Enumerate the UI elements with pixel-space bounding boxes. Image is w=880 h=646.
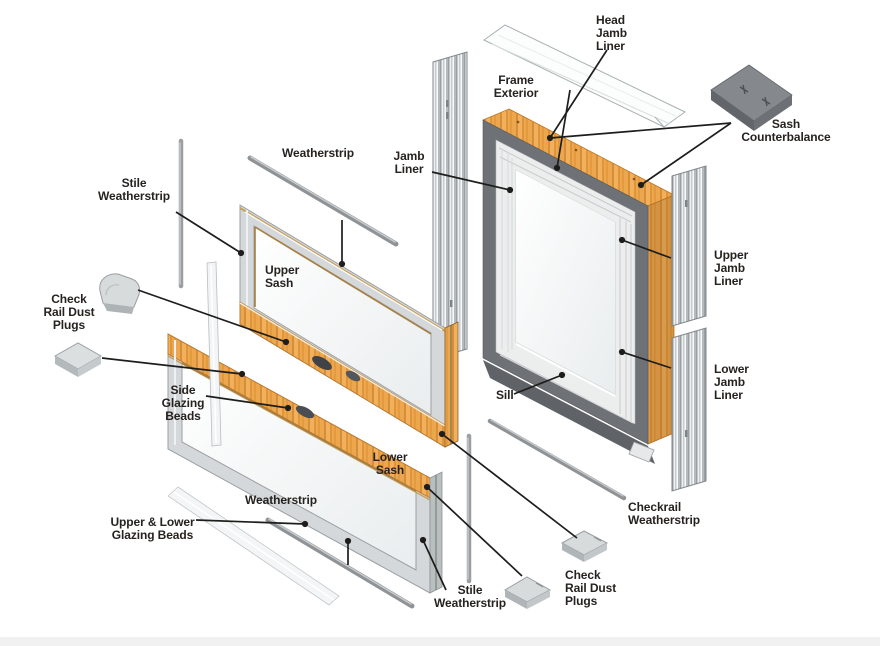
- side-glazing-bead-strip: [206, 261, 222, 447]
- window-frame: [482, 108, 675, 464]
- lower-sash-glass: [182, 362, 416, 570]
- frame-opening: [516, 170, 615, 394]
- sill-nose: [628, 441, 655, 463]
- label-frame-exterior: Frame Exterior: [493, 73, 539, 100]
- sash-lock-icon: [295, 405, 315, 419]
- check-rail-dust-plug-curved: [99, 273, 141, 314]
- jamb-liner-part: [432, 51, 468, 360]
- screw-slot-icon: [761, 96, 771, 107]
- stile-weatherstrip-rod-bottom: [466, 433, 472, 584]
- label-lower-sash: Lower Sash: [372, 450, 408, 477]
- lower-sash-part: [167, 333, 443, 594]
- head-jamb-liner-part: [483, 24, 686, 128]
- weatherstrip-rod-top: [247, 155, 399, 247]
- label-upper-lower-glazing-beads: Upper & Lower Glazing Beads: [110, 515, 195, 542]
- sill-surface-highlight: [515, 343, 616, 397]
- screw-slot-icon: [739, 84, 749, 95]
- label-side-glazing-beads: Side Glazing Beads: [161, 383, 205, 423]
- upper-sash-glass: [254, 226, 431, 415]
- check-rail-dust-plug-bottom-a: [560, 530, 609, 562]
- label-sill: Sill: [496, 388, 514, 402]
- checkrail-weatherstrip-rod: [487, 418, 627, 501]
- sash-lock-keeper-icon: [345, 370, 361, 382]
- label-lower-jamb-liner: Lower Jamb Liner: [714, 362, 749, 402]
- sill-shadow: [483, 360, 655, 464]
- page-bottom-strip: [0, 637, 880, 646]
- label-check-rail-dust-plugs-left: Check Rail Dust Plugs: [43, 292, 95, 332]
- check-rail-dust-plug-square: [53, 342, 103, 377]
- sash-lock-icon: [312, 356, 332, 370]
- label-checkrail-weatherstrip: Checkrail Weatherstrip: [628, 500, 700, 527]
- label-stile-weatherstrip-bottom: Stile Weatherstrip: [434, 583, 506, 610]
- leader-lines: [101, 49, 732, 591]
- label-stile-weatherstrip-left: Stile Weatherstrip: [98, 176, 170, 203]
- label-weatherstrip-top: Weatherstrip: [282, 146, 354, 160]
- label-check-rail-dust-plugs-bottom: Check Rail Dust Plugs: [565, 568, 617, 608]
- label-upper-jamb-liner: Upper Jamb Liner: [714, 248, 749, 288]
- upper-sash-part: [239, 204, 459, 448]
- upper-jamb-liner-part: [671, 165, 707, 327]
- bottom-glazing-bead-strip: [167, 486, 340, 606]
- label-sash-counterbalance: Sash Counterbalance: [741, 117, 831, 144]
- label-head-jamb-liner: Head Jamb Liner: [596, 13, 627, 53]
- stile-weatherstrip-rod-left: [178, 138, 184, 289]
- label-weatherstrip-bottom: Weatherstrip: [245, 493, 317, 507]
- label-upper-sash: Upper Sash: [265, 263, 300, 290]
- label-jamb-liner: Jamb Liner: [393, 149, 425, 176]
- lower-jamb-liner-part: [671, 327, 707, 492]
- weatherstrip-rod-bottom: [265, 517, 415, 609]
- sash-counterbalance-part: [710, 64, 793, 131]
- check-rail-dust-plug-bottom-b: [503, 576, 552, 609]
